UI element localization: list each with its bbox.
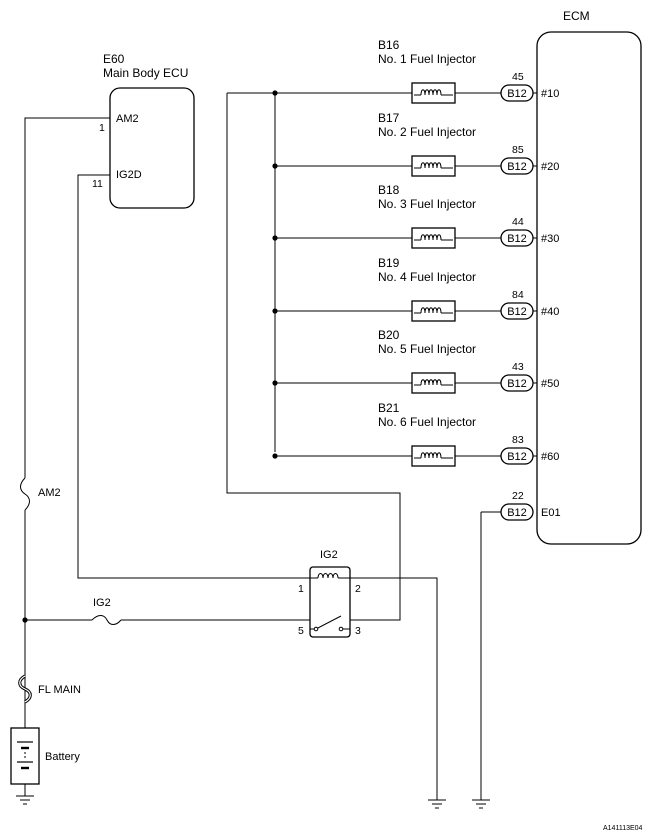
coil-icon [414,307,453,314]
ecm-terminal-label: #50 [541,378,559,390]
relay-pin-3: 3 [355,625,361,637]
injector-name: No. 4 Fuel Injector [378,270,476,284]
connector-b12-e01-label: B12 [507,507,527,519]
ecm-terminal-label: #30 [541,233,559,245]
injector-code: B19 [378,256,400,270]
main-body-ecu-code: E60 [103,52,125,66]
figure-id: A141113E04 [603,825,643,832]
e01-ground-terminal: B12 22 E01 [480,490,561,800]
connector-label: B12 [507,233,527,245]
battery-label: Battery [45,751,80,763]
fl-main-fuse-icon [18,674,32,704]
ecm-pin-number: 83 [512,434,524,446]
junction-dot [272,90,278,96]
ecu-pin-am2-number: 1 [99,122,105,134]
ecm-pin-number: 84 [512,289,524,301]
injector-code: B21 [378,401,400,415]
relay-pin-1: 1 [298,583,304,595]
ecu-pin-am2-label: AM2 [116,113,139,125]
ig2-fuse-label: IG2 [93,597,111,609]
ecm-pin-number: 44 [512,216,524,228]
coil-icon [414,452,453,459]
main-body-ecu-block [109,87,195,209]
injector-code: B18 [378,183,400,197]
am2-fuse-label: AM2 [38,487,61,499]
am2-fuse-icon [20,477,30,511]
battery-cells [17,741,33,770]
ground-icon [472,799,490,809]
coil-icon [414,379,453,386]
injector-name: No. 6 Fuel Injector [378,415,476,429]
ig2-relay-block [309,566,351,638]
connector-label: B12 [507,88,527,100]
injector-name: No. 3 Fuel Injector [378,197,476,211]
injector-name: No. 2 Fuel Injector [378,125,476,139]
connector-b12-e01 [500,503,534,521]
ecu-pin-ig2d-label: IG2D [116,169,142,181]
ecm-terminal-label: #60 [541,451,559,463]
relay-coil-icon [317,573,339,579]
ecm-pin-number: 43 [512,361,524,373]
injector-bus [227,92,412,452]
ecm-terminal-label: #20 [541,161,559,173]
ecm-terminal-label: #40 [541,306,559,318]
junction-dot [22,617,28,623]
supply-wiring [24,117,310,728]
injector-code: B20 [378,328,400,342]
ecm-block [536,31,642,545]
coil-icon [414,234,453,241]
ecm-terminal-label: #10 [541,88,559,100]
ecm-pin-number: 45 [512,71,524,83]
ecu-pin-ig2d-number: 11 [92,178,103,190]
fl-main-label: FL MAIN [38,684,81,696]
ig2-fuse-icon [91,615,122,625]
injector-name: No. 5 Fuel Injector [378,342,476,356]
ig2-relay-label: IG2 [320,549,338,561]
connector-label: B12 [507,451,527,463]
coil-icon [414,162,453,169]
injector-code: B16 [378,38,400,52]
relay-pin-5: 5 [298,625,304,637]
ecm-label: ECM [563,9,590,23]
pin-22-label: 22 [512,490,524,502]
relay-output-wiring [226,93,438,800]
ground-icon [428,799,446,809]
relay-contact [338,626,344,632]
coil-icon [414,89,453,96]
connector-label: B12 [507,306,527,318]
terminal-e01-label: E01 [541,507,561,519]
main-body-ecu-name: Main Body ECU [103,66,188,80]
ground-icon [16,795,34,805]
relay-contact [313,626,319,632]
connector-label: B12 [507,161,527,173]
relay-pin-2: 2 [355,583,361,595]
injector-code: B17 [378,111,400,125]
ecm-pin-number: 85 [512,144,524,156]
connector-label: B12 [507,378,527,390]
injector-name: No. 1 Fuel Injector [378,52,476,66]
